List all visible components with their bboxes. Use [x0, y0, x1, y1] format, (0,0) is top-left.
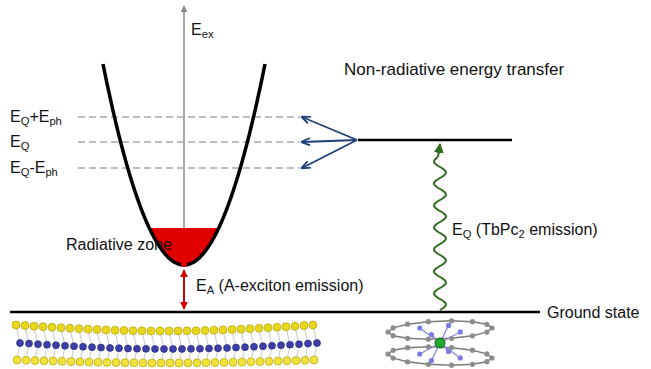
wavy-emission-arrow [434, 144, 446, 310]
energy-axis [183, 6, 185, 264]
ground-label: Ground state [547, 304, 640, 322]
emission-arrow [183, 270, 185, 309]
level-label: EQ-Eph [10, 159, 58, 177]
transfer-arrow [302, 140, 357, 168]
level-label: EQ [10, 133, 29, 151]
mos2-lattice [12, 321, 321, 367]
transfer-arrow [302, 117, 357, 140]
tbpc2-molecule [385, 318, 494, 368]
transfer-arrow [302, 140, 357, 142]
parabola-bottom [181, 261, 187, 267]
level-dashed [78, 141, 300, 143]
level-dashed [78, 116, 300, 118]
emission-label: EQ (TbPc2 emission) [452, 221, 598, 239]
energy-axis-label: Eex [191, 21, 214, 39]
tbpc2-level [358, 139, 512, 142]
ground-line [10, 311, 540, 314]
zone-label: Radiative zone [66, 236, 172, 254]
level-label: EQ+Eph [10, 108, 62, 126]
level-dashed [78, 167, 300, 169]
transfer-label: Non-radiative energy transfer [344, 60, 564, 80]
parabola [103, 64, 265, 265]
emission-label: EA (A-exciton emission) [196, 277, 364, 295]
